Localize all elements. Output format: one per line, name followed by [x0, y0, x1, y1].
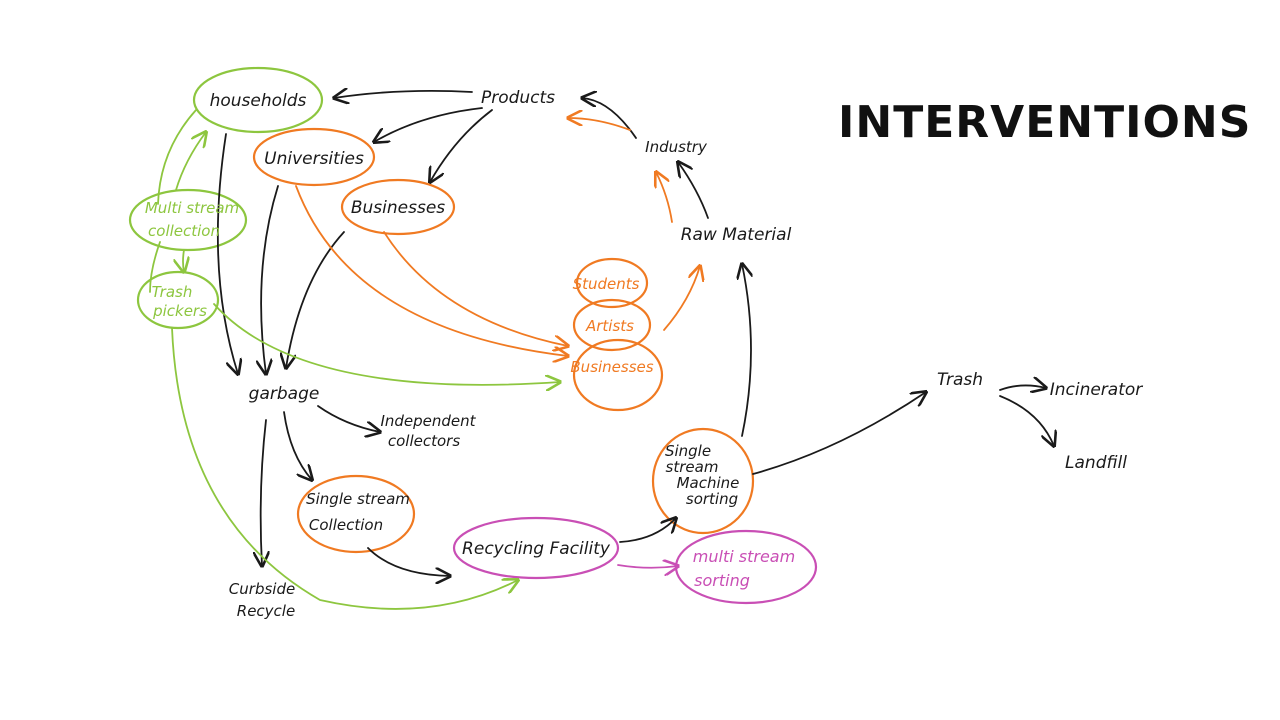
node-trash: Trash: [937, 370, 983, 390]
node-machine-sorting-line3: Machine: [677, 474, 740, 492]
edge-garbage-singlestream: [283, 411, 312, 480]
node-households: households: [210, 91, 307, 111]
edge-universities-stack: [295, 185, 568, 356]
node-curbside-recycle-line1: Curbside: [229, 580, 295, 598]
edge-recycling-multisorting: [617, 565, 678, 568]
edge-products-businesses: [430, 109, 493, 182]
node-recycling-facility: Recycling Facility: [462, 539, 611, 559]
edge-stack-rawmaterial: [663, 266, 700, 331]
edge-trashpickers-recycling: [171, 327, 518, 610]
single-stream-machine-sorting-ellipse: [651, 427, 755, 535]
edge-singlestream-recycling: [367, 547, 450, 576]
multi-stream-collection-ellipse: [128, 188, 248, 252]
node-independent-collectors-line2: collectors: [388, 432, 460, 450]
node-machine-sorting-line4: sorting: [686, 490, 738, 508]
edge-industry-products-orange: [568, 118, 631, 131]
edge-machinesorting-rawmaterial: [742, 264, 751, 437]
edge-products-universities: [374, 107, 483, 142]
edge-multistream-down: [149, 241, 161, 293]
node-curbside-recycle-line2: Recycle: [237, 602, 295, 620]
edge-rawmaterial-industry-orange: [656, 172, 673, 223]
node-machine-sorting-line2: stream: [666, 458, 719, 476]
node-multi-stream-collection-line1: Multi stream: [145, 199, 239, 217]
edge-universities-garbage: [261, 185, 279, 374]
edge-recycling-machinesorting: [619, 518, 676, 543]
node-incinerator: Incinerator: [1050, 380, 1144, 400]
edge-households-multistream-green: [157, 109, 197, 205]
edge-garbage-independent: [317, 405, 380, 432]
node-businesses-stack: Businesses: [570, 358, 653, 376]
node-multi-stream-collection-line2: collection: [148, 222, 220, 240]
node-single-stream-collection-line2: Collection: [309, 516, 383, 534]
node-machine-sorting-line1: Single: [665, 442, 711, 460]
edge-products-households: [334, 91, 473, 98]
edge-businesses-garbage: [286, 231, 345, 368]
node-trash-pickers-line1: Trash: [152, 283, 193, 301]
node-products: Products: [481, 88, 555, 108]
edge-businesses-stack: [383, 231, 568, 346]
universities-ellipse: [252, 127, 376, 187]
businesses-top-ellipse: [340, 178, 456, 236]
edge-households-garbage: [216, 133, 238, 374]
node-industry: Industry: [645, 138, 708, 156]
node-multi-stream-sorting-line1: multi stream: [693, 547, 795, 566]
single-stream-collection-ellipse: [296, 474, 416, 554]
edge-machinesorting-trash: [752, 392, 926, 475]
node-single-stream-collection-line1: Single stream: [306, 490, 410, 508]
node-raw-material: Raw Material: [681, 225, 792, 245]
households-ellipse: [192, 66, 324, 134]
edge-industry-products: [582, 98, 637, 139]
node-garbage: garbage: [249, 384, 320, 404]
edge-trash-incinerator: [999, 385, 1046, 390]
edge-garbage-curbside: [261, 419, 266, 566]
businesses-stack-ellipse: [572, 338, 664, 412]
multi-stream-sorting-ellipse: [674, 529, 818, 605]
diagram-title: INTERVENTIONS: [838, 97, 1251, 148]
edge-rawmaterial-industry: [678, 162, 709, 219]
node-students: Students: [573, 275, 640, 293]
edge-trashpickers-stack: [213, 303, 560, 385]
node-multi-stream-sorting-line2: sorting: [694, 571, 750, 590]
students-ellipse: [575, 257, 649, 309]
edge-multistream-households: [175, 132, 206, 191]
node-landfill: Landfill: [1065, 453, 1127, 473]
node-artists: Artists: [585, 317, 634, 335]
node-businesses-top: Businesses: [351, 198, 445, 218]
recycling-facility-ellipse: [452, 516, 620, 580]
node-independent-collectors-line1: Independent: [380, 412, 476, 430]
node-universities: Universities: [264, 149, 364, 169]
node-trash-pickers-line2: pickers: [152, 302, 207, 320]
edge-multistream-trashpickers: [183, 249, 184, 272]
artists-ellipse: [572, 298, 652, 352]
edge-trash-landfill: [999, 395, 1054, 446]
